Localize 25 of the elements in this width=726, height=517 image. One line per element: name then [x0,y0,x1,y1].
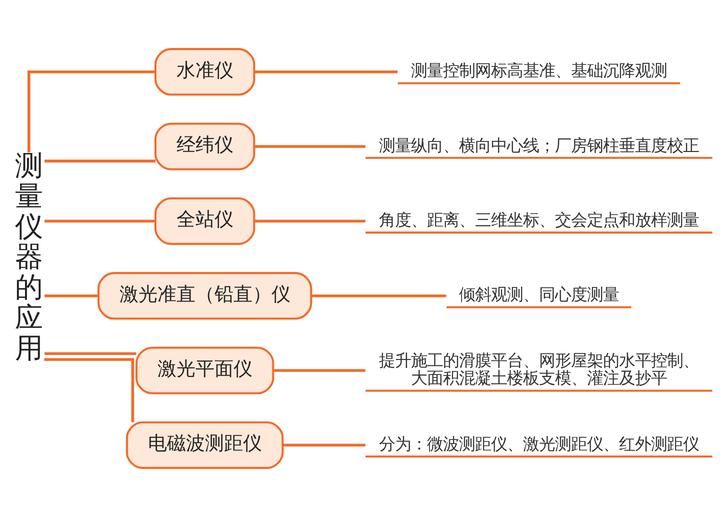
connector [44,160,156,162]
connector [254,220,366,223]
node-box: 电磁波测距仪 [126,421,284,469]
connector [273,369,366,372]
connector [254,145,366,148]
node-text: 测量控制网标高基准、基础沉降观测 [410,61,667,80]
node-box: 水准仪 [154,48,256,96]
node-text: 测量仪器的应用 [14,151,43,364]
connector [28,70,156,152]
node-text: 测量纵向、横向中心线；厂房钢柱垂直度校正 [378,136,699,155]
connector [311,294,446,298]
connector [44,352,136,356]
node-box: 经纬仪 [154,122,256,170]
node-box: 激光平面仪 [135,346,274,394]
node-box: 全站仪 [154,197,256,245]
node-text: 提升施工的滑膜平台、网形屋架的水平控制、大面积混凝土楼板支模、灌注及抄平 [378,350,699,388]
connector [44,358,134,422]
node-text: 分为：微波测距仪、激光测距仪、红外测距仪 [378,434,699,454]
node-box: 激光准直（铅直）仪 [98,272,312,320]
node-text: 倾斜观测、同心度测量 [458,285,619,304]
node-text: 角度、距离、三维坐标、交会定点和放样测量 [378,210,699,230]
connector [44,294,98,298]
connector [44,220,156,223]
connector [282,444,366,447]
connector [254,70,398,74]
